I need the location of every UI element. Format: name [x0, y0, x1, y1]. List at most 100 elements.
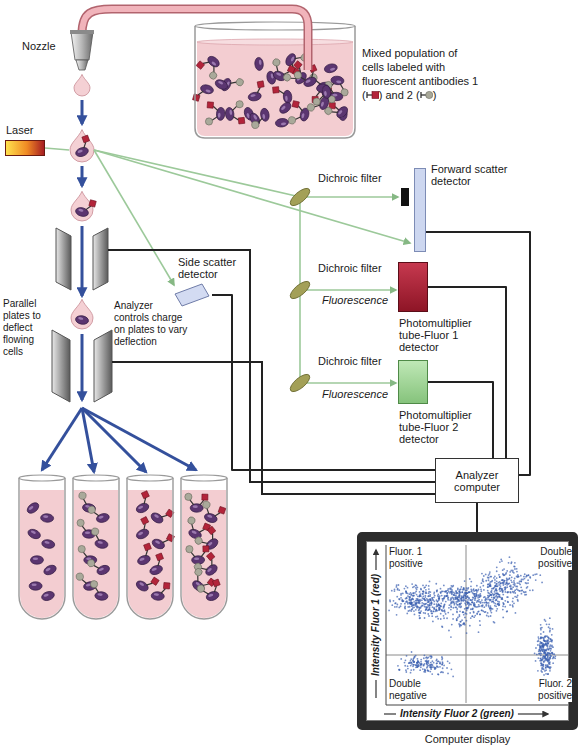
labeled-cell: [281, 122, 286, 125]
event-dot: [553, 657, 555, 659]
event-dot: [470, 617, 472, 619]
event-dot: [447, 660, 449, 662]
nozzle: [70, 30, 94, 34]
event-dot: [479, 614, 481, 616]
event-dot: [422, 595, 424, 597]
event-dot: [466, 610, 468, 612]
labeled-cell: [207, 514, 213, 518]
event-dot: [495, 588, 497, 590]
event-dot: [416, 589, 418, 591]
event-dot: [412, 604, 414, 606]
event-dot: [544, 656, 546, 658]
event-dot: [506, 591, 508, 593]
labeled-cell: [30, 556, 43, 565]
event-dot: [434, 595, 436, 597]
event-dot: [506, 586, 508, 588]
labeled-cell: [238, 117, 245, 124]
event-dot: [420, 588, 422, 590]
event-dot: [524, 578, 526, 580]
event-dot: [398, 669, 400, 671]
event-dot: [550, 655, 552, 657]
event-dot: [429, 608, 431, 610]
labeled-cell: [275, 118, 289, 128]
event-dot: [433, 608, 435, 610]
event-dot: [543, 631, 545, 633]
event-dot: [436, 659, 438, 661]
event-dot: [476, 585, 478, 587]
labeled-cell: [211, 66, 217, 72]
event-dot: [542, 664, 544, 666]
event-dot: [465, 600, 467, 602]
event-dot: [490, 576, 492, 578]
event-dot: [451, 593, 453, 595]
labeled-cell: [200, 83, 215, 95]
event-dot: [411, 651, 413, 653]
event-dot: [509, 585, 511, 587]
labeled-cell: [85, 531, 90, 534]
event-dot: [456, 611, 458, 613]
event-dot: [546, 635, 548, 637]
event-dot: [436, 599, 438, 601]
event-dot: [475, 589, 477, 591]
detector-box: Photomultiplier tube-Fluor 2 detector: [398, 360, 428, 404]
event-dot: [501, 579, 503, 581]
labeled-cell: [75, 315, 89, 326]
event-dot: [540, 627, 542, 629]
event-dot: [442, 600, 444, 602]
event-dot: [542, 650, 544, 652]
flow-arrow: [81, 334, 84, 400]
detector-box: Side scatter detector: [172, 282, 212, 308]
event-dot: [527, 586, 529, 588]
labeled-cell: [71, 135, 94, 158]
callout-label: Parallel plates to deflect flowing cells: [3, 298, 50, 358]
labeled-cell: [82, 503, 96, 513]
event-dot: [494, 579, 496, 581]
labeled-cell: [198, 500, 226, 525]
event-dot: [407, 587, 409, 589]
event-dot: [421, 602, 423, 604]
event-dot: [423, 591, 425, 593]
event-dot: [511, 581, 513, 583]
labeled-cell: [40, 590, 55, 602]
event-dot: [548, 626, 550, 628]
event-dot: [494, 622, 496, 624]
event-dot: [502, 590, 504, 592]
event-dot: [410, 602, 412, 604]
labeled-cell: [135, 579, 150, 593]
node-label: Analyzer computer: [442, 469, 512, 493]
labeled-cell: [330, 67, 336, 71]
labeled-cell: [149, 564, 164, 577]
event-dot: [472, 608, 474, 610]
event-dot: [540, 633, 542, 635]
signal-wire: [426, 232, 530, 475]
event-dot: [510, 562, 512, 564]
event-dot: [545, 649, 547, 651]
event-dot: [410, 658, 412, 660]
event-dot: [509, 604, 511, 606]
event-dot: [420, 663, 422, 665]
quadrant-label: Double negative: [389, 678, 441, 702]
event-dot: [483, 606, 485, 608]
event-dot: [471, 608, 473, 610]
event-dot: [432, 606, 434, 608]
event-dot: [544, 670, 546, 672]
labeled-cell: [40, 590, 55, 602]
event-dot: [391, 604, 393, 606]
event-dot: [460, 624, 462, 626]
event-dot: [431, 602, 433, 604]
event-dot: [507, 601, 509, 603]
event-dot: [430, 662, 432, 664]
labeled-cell: [249, 108, 270, 129]
event-dot: [544, 651, 546, 653]
event-dot: [412, 607, 414, 609]
event-dot: [420, 661, 422, 663]
event-dot: [436, 603, 438, 605]
event-dot: [400, 603, 402, 605]
labeled-cell: [145, 553, 168, 576]
labeled-cell: [141, 491, 149, 499]
event-dot: [521, 590, 523, 592]
labeled-cell: [141, 517, 149, 525]
laser-source: Laser: [5, 140, 45, 156]
event-dot: [461, 619, 463, 621]
